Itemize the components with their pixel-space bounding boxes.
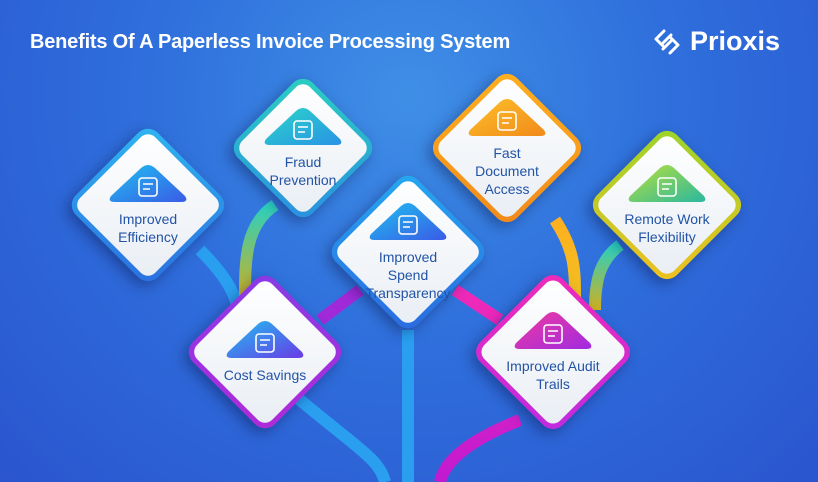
money-magnifier-icon bbox=[369, 203, 447, 240]
benefit-label: Improved Audit Trails bbox=[506, 358, 600, 392]
audit-clipboard-icon bbox=[514, 312, 592, 349]
benefit-label: Improved Efficiency bbox=[118, 211, 178, 245]
path-audit bbox=[434, 285, 523, 482]
card-content: Fast Document Access bbox=[432, 98, 582, 198]
brand-logo: Prioxis bbox=[652, 26, 780, 57]
card-content: Improved Audit Trails bbox=[478, 311, 628, 393]
page-title: Benefits Of A Paperless Invoice Processi… bbox=[30, 31, 511, 53]
card-content: Cost Savings bbox=[190, 320, 340, 384]
benefit-label: Fraud Prevention bbox=[269, 154, 337, 188]
hand-coin-icon bbox=[226, 321, 304, 358]
path-remote bbox=[589, 240, 624, 311]
prioxis-logo-icon bbox=[654, 29, 680, 54]
benefit-label: Fast Document Access bbox=[475, 145, 539, 197]
card-content: Remote Work Flexibility bbox=[592, 164, 742, 246]
path-cost bbox=[316, 285, 364, 325]
card-content: Fraud Prevention bbox=[228, 107, 378, 189]
card-content: Improved Efficiency bbox=[73, 164, 223, 246]
remote-worker-icon bbox=[628, 165, 706, 202]
path-efficiency bbox=[195, 245, 391, 482]
benefit-label: Cost Savings bbox=[223, 367, 307, 383]
benefit-label: Remote Work Flexibility bbox=[624, 211, 710, 245]
target-shield-icon bbox=[264, 108, 342, 145]
benefit-label: Improved Spend Transparency bbox=[365, 249, 451, 301]
growth-speedometer-icon bbox=[109, 165, 187, 202]
card-content: Improved Spend Transparency bbox=[333, 202, 483, 302]
document-server-icon bbox=[468, 99, 546, 136]
brand-name: Prioxis bbox=[690, 26, 781, 56]
path-fraud bbox=[239, 200, 279, 301]
